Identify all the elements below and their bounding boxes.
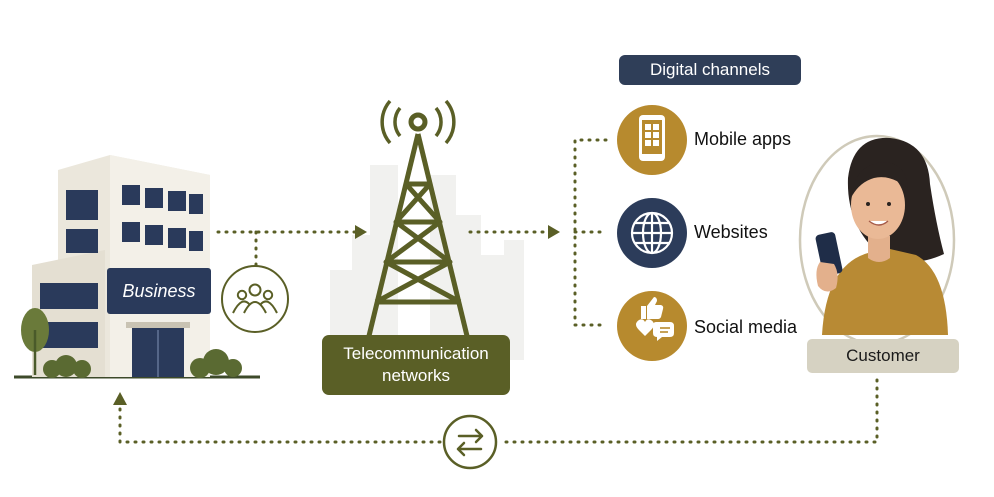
cell-tower-icon — [365, 99, 471, 341]
digital-channels-title: Digital channels — [619, 55, 801, 85]
business-label: Business — [122, 280, 196, 301]
business-sign: Business — [107, 268, 211, 314]
bush-icon — [43, 349, 242, 378]
channel-label-social-media: Social media — [694, 317, 798, 337]
customer-with-phone-icon — [798, 134, 956, 346]
customer-label: Customer — [846, 346, 920, 365]
customer-label-box: Customer — [807, 339, 959, 373]
channel-label-mobile-apps: Mobile apps — [694, 129, 792, 149]
telecom-label-line1: Telecommunication — [343, 344, 489, 363]
telecom-label-line2: networks — [381, 366, 451, 385]
social-media-icon — [617, 291, 687, 361]
people-group-icon — [221, 265, 289, 333]
two-way-arrows-icon — [442, 414, 498, 470]
tree-icon — [21, 308, 49, 375]
smartphone-icon — [617, 105, 687, 175]
office-building-icon — [32, 155, 210, 377]
channel-label-websites: Websites — [694, 222, 768, 242]
dotted-connectors — [118, 138, 879, 444]
telecom-network-label: Telecommunication networks — [322, 335, 510, 395]
digital-channels-title-text: Digital channels — [649, 60, 770, 79]
globe-icon — [617, 198, 687, 268]
arrow-heads — [113, 225, 560, 405]
